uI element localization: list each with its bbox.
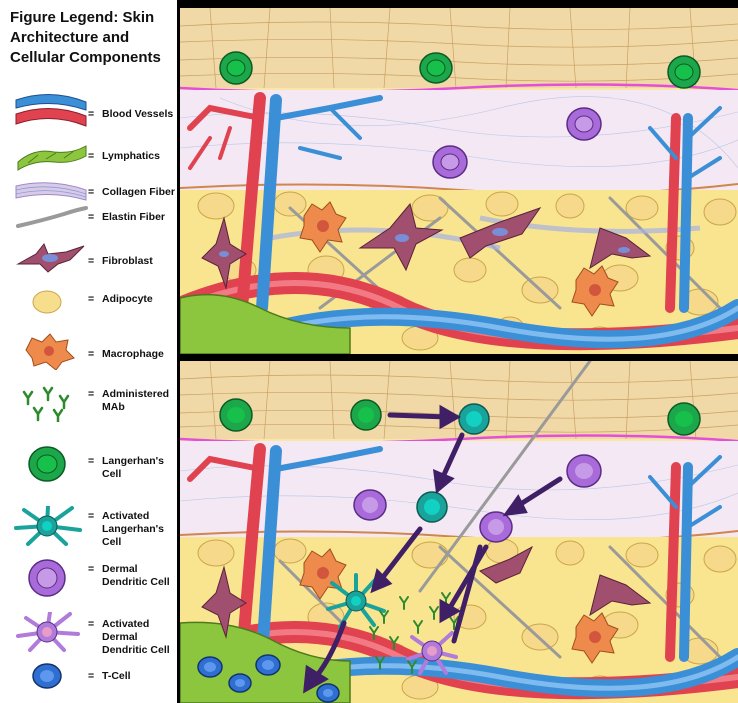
legend-label-activated-langerhans-cell: =Activated Langerhan's Cell xyxy=(88,510,172,549)
legend-label-dermal-dendritic-cell: =Dermal Dendritic Cell xyxy=(88,563,172,589)
t-cell-icon xyxy=(14,660,88,700)
legend-label-collagen-fiber: =Collagen Fiber xyxy=(88,186,175,199)
activated-dermal-dendritic-cell-icon xyxy=(14,612,88,652)
legend-label-lymphatics: =Lymphatics xyxy=(88,150,160,163)
panel-divider xyxy=(177,354,738,361)
legend-label-blood-vessels: =Blood Vessels xyxy=(88,108,173,121)
adipocyte-icon xyxy=(14,280,88,320)
legend-label-macrophage: =Macrophage xyxy=(88,348,164,361)
figure-legend: Figure Legend: Skin Architecture and Cel… xyxy=(0,0,177,703)
legend-label-t-cell: =T-Cell xyxy=(88,670,131,683)
legend-label-elastin-fiber: =Elastin Fiber xyxy=(88,211,165,224)
administered-mab-icon xyxy=(14,382,88,422)
dermal-dendritic-cell-icon xyxy=(14,558,88,598)
skin-panel-resting xyxy=(180,8,738,354)
activated-langerhans-cell-icon xyxy=(14,506,88,546)
lymphatics-icon xyxy=(14,136,88,176)
skin-panel-activated xyxy=(180,361,738,703)
legend-title: Figure Legend: Skin Architecture and Cel… xyxy=(10,8,176,68)
legend-label-langerhans-cell: =Langerhan's Cell xyxy=(88,455,172,481)
elastin-fiber-icon xyxy=(14,200,88,240)
legend-label-fibroblast: =Fibroblast xyxy=(88,255,153,268)
langerhans-cell-icon xyxy=(14,444,88,484)
legend-label-administered-mab: =Administered MAb xyxy=(88,388,172,414)
fibroblast-icon xyxy=(14,236,88,276)
blood-vessels-icon xyxy=(14,90,88,130)
macrophage-icon xyxy=(14,330,88,370)
legend-label-adipocyte: =Adipocyte xyxy=(88,293,153,306)
legend-label-activated-dermal-dendritic-cell: =Activated Dermal Dendritic Cell xyxy=(88,618,174,657)
